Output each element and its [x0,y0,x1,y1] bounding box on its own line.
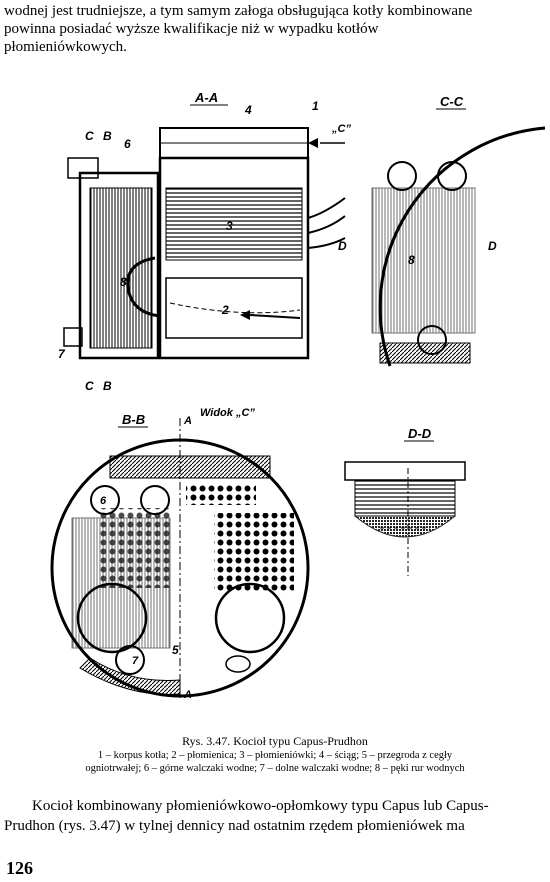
text-line: płomieniówkowych. [4,39,127,55]
label-aa: A-A [194,90,218,105]
mark-3: 3 [226,219,233,233]
caption-title: Rys. 3.47. Kocioł typu Capus-Prudhon [182,734,368,748]
label-a-bottom: A [183,689,192,701]
bottom-paragraph: Kocioł kombinowany płomieniówkowo-opłomk… [4,796,540,836]
text-line: powinna posiadać wyższe kwalifikacje niż… [4,21,379,37]
caption-legend-line: ogniotrwałej; 6 – górne walczaki wodne; … [85,763,465,774]
boiler-figure: A-A „C” 1 4 6 3 8 2 7 C B [50,90,546,701]
label-cc: C-C [440,94,464,109]
view-dd: D-D [344,426,466,576]
mark-7-aa: 7 [58,347,66,361]
figure-caption: Rys. 3.47. Kocioł typu Capus-Prudhon 1 –… [20,734,530,775]
mark-c-top: C [85,129,94,143]
page-number: 126 [6,858,33,878]
mark-2: 2 [221,303,229,317]
label-widok: Widok „C” [200,407,255,419]
label-view-c: „C” [331,123,351,135]
mark-6-bb: 6 [100,495,107,507]
top-paragraph: wodnej jest trudniejsze, a tym samym zał… [4,2,540,56]
mark-4: 4 [244,103,252,117]
text-line: Prudhon (rys. 3.47) w tylnej dennicy nad… [4,818,465,834]
mark-c-bottom: C [85,379,94,393]
mark-b-top: B [103,129,112,143]
mark-5: 5 [172,643,179,657]
mark-d-left: D [338,239,347,253]
mark-6: 6 [124,137,131,151]
view-cc: C-C D D 8 [338,94,546,367]
view-bb: B-B A Widok „C” 5 7 6 A [50,407,310,701]
text-line: Kocioł kombinowany płomieniówkowo-opłomk… [32,798,489,814]
mark-7-bb: 7 [132,655,139,667]
mark-8-aa: 8 [120,275,127,289]
mark-1: 1 [312,99,319,113]
label-a-top: A [183,415,192,427]
label-bb: B-B [122,412,145,427]
text-line: wodnej jest trudniejsze, a tym samym zał… [4,3,473,19]
mark-b-bottom: B [103,379,112,393]
caption-legend-line: 1 – korpus kotła; 2 – płomienica; 3 – pł… [97,750,453,761]
mark-8-cc: 8 [408,253,415,267]
mark-d-right: D [488,239,497,253]
view-aa: A-A „C” 1 4 6 3 8 2 7 C B [58,90,351,393]
label-dd: D-D [408,426,432,441]
